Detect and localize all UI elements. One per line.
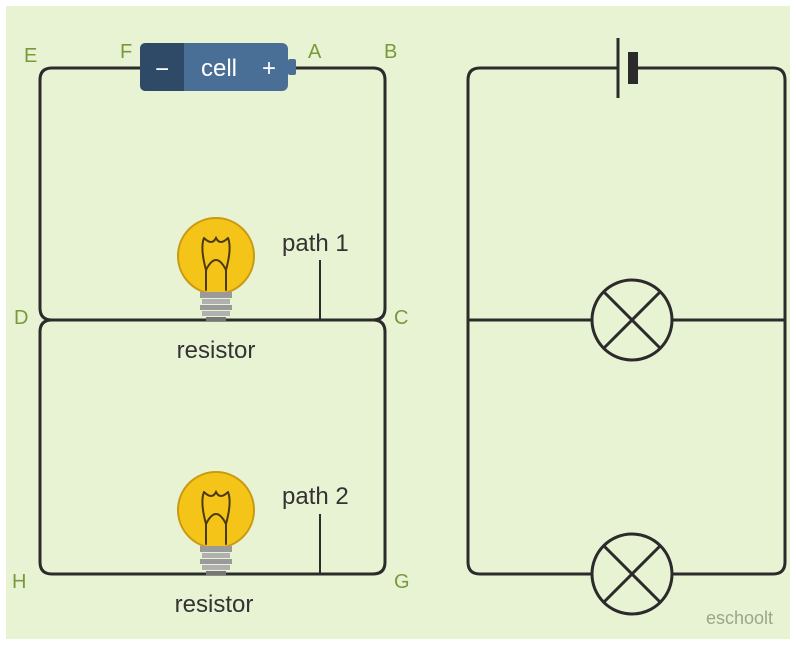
light-bulb-icon — [177, 217, 255, 321]
cell-plus-sign: + — [262, 55, 276, 82]
cell-minus-sign: − — [155, 56, 169, 83]
path-1-label: path 1 — [282, 230, 349, 257]
cell-battery-icon: − cell + — [140, 43, 296, 91]
node-label-h: H — [12, 571, 26, 593]
node-label-d: D — [14, 307, 28, 329]
node-label-a: A — [308, 41, 322, 63]
node-label-g: G — [394, 571, 410, 593]
background-panel — [6, 6, 790, 639]
battery-symbol-icon — [616, 38, 638, 98]
schematic-circuit — [466, 66, 787, 576]
node-label-f: F — [120, 41, 132, 63]
resistor-label-bottom: resistor — [175, 591, 254, 618]
lamp-symbol-icon — [590, 532, 674, 616]
light-bulb-icon — [177, 471, 255, 575]
lamp-symbol-icon — [590, 278, 674, 362]
node-label-c: C — [394, 307, 408, 329]
node-label-b: B — [384, 41, 397, 63]
watermark: eschoolt — [706, 608, 773, 628]
node-label-e: E — [24, 45, 37, 67]
resistor-label-top: resistor — [177, 337, 256, 364]
path-2-label: path 2 — [282, 483, 349, 510]
cell-label: cell — [201, 55, 237, 82]
